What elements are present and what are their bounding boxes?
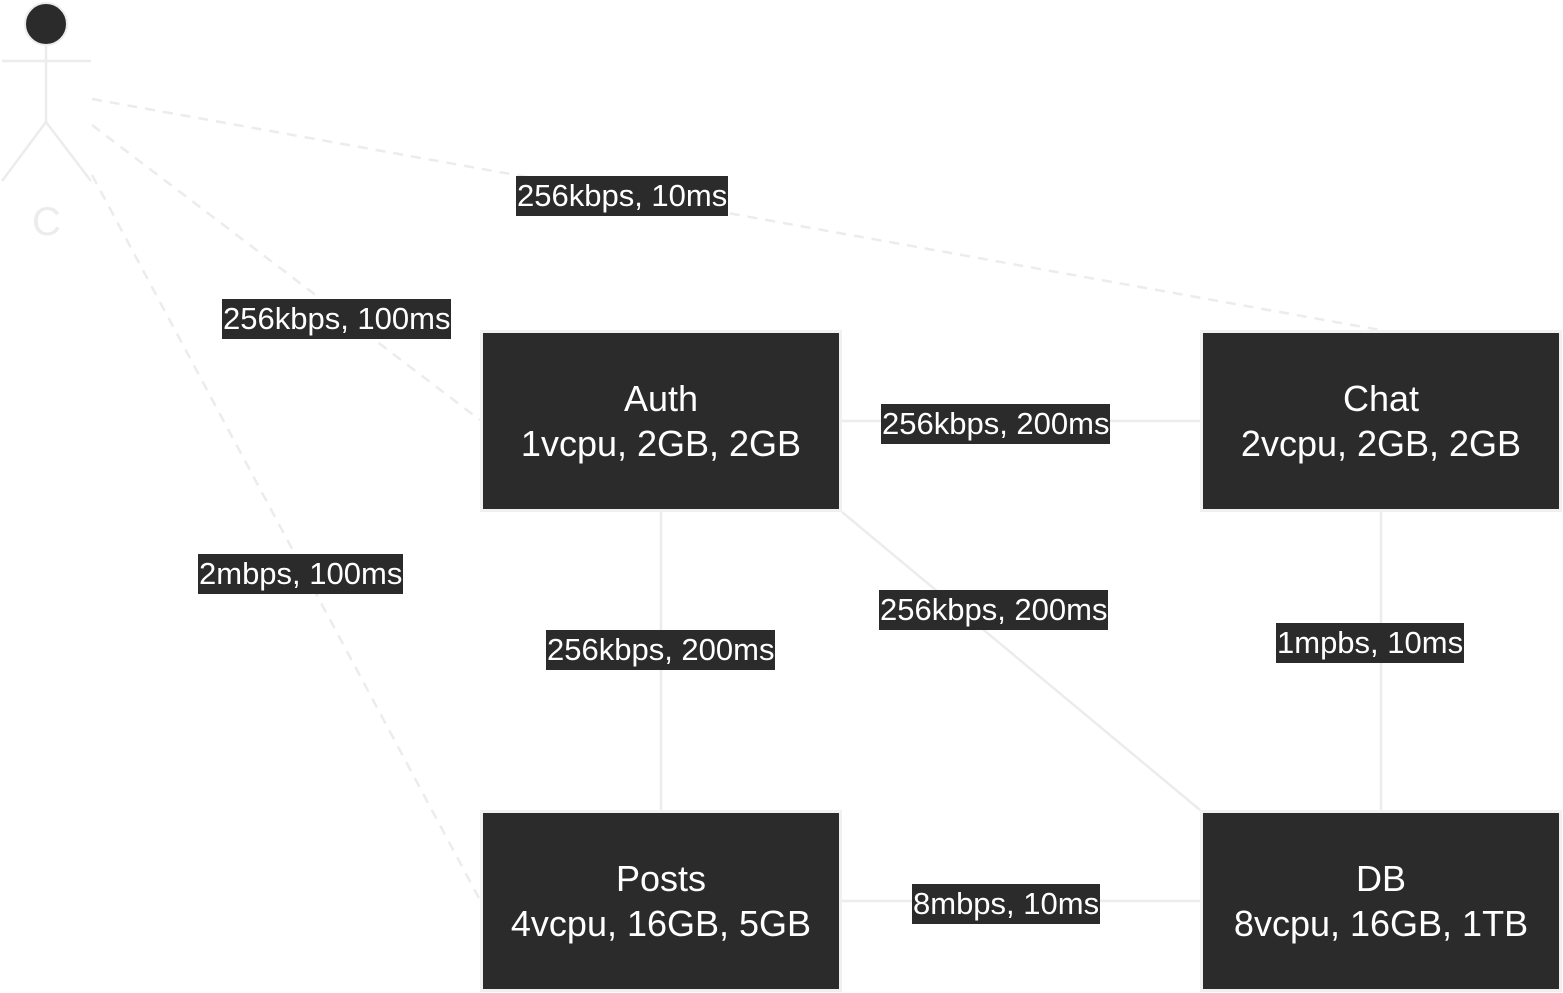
edge-label-posts-db: 8mbps, 10ms [912,884,1101,924]
node-chat-spec: 2vcpu, 2GB, 2GB [1240,423,1522,464]
edge-c-posts[interactable] [90,174,482,901]
node-posts-spec: 4vcpu, 16GB, 5GB [510,903,812,944]
node-posts-title: Posts [615,858,707,899]
edge-label-c-posts: 2mbps, 100ms [198,554,404,594]
node-db-spec: 8vcpu, 16GB, 1TB [1233,903,1529,944]
edge-label-auth-db: 256kbps, 200ms [879,590,1109,630]
actor-figure[interactable] [0,2,92,182]
node-posts[interactable]: Posts 4vcpu, 16GB, 5GB [480,810,842,992]
edge-c-chat[interactable] [91,97,1381,332]
edge-c-auth[interactable] [91,124,481,421]
node-auth-spec: 1vcpu, 2GB, 2GB [520,423,802,464]
actor-right-leg [45,121,92,182]
edge-label-c-auth: 256kbps, 100ms [222,299,452,339]
actor-label: C [32,200,61,244]
edge-auth-db[interactable] [841,511,1201,811]
actor-head [24,2,68,46]
node-db-title: DB [1355,858,1406,899]
node-auth-title: Auth [623,378,699,419]
edge-label-chat-db: 1mpbs, 10ms [1276,623,1465,663]
node-auth[interactable]: Auth 1vcpu, 2GB, 2GB [480,330,842,512]
edge-label-c-chat: 256kbps, 10ms [516,176,729,216]
edge-label-auth-chat: 256kbps, 200ms [881,404,1111,444]
edge-label-auth-posts: 256kbps, 200ms [546,630,776,670]
actor-left-leg [0,121,48,182]
node-db[interactable]: DB 8vcpu, 16GB, 1TB [1200,810,1562,992]
node-chat-title: Chat [1342,378,1420,419]
node-chat[interactable]: Chat 2vcpu, 2GB, 2GB [1200,330,1562,512]
